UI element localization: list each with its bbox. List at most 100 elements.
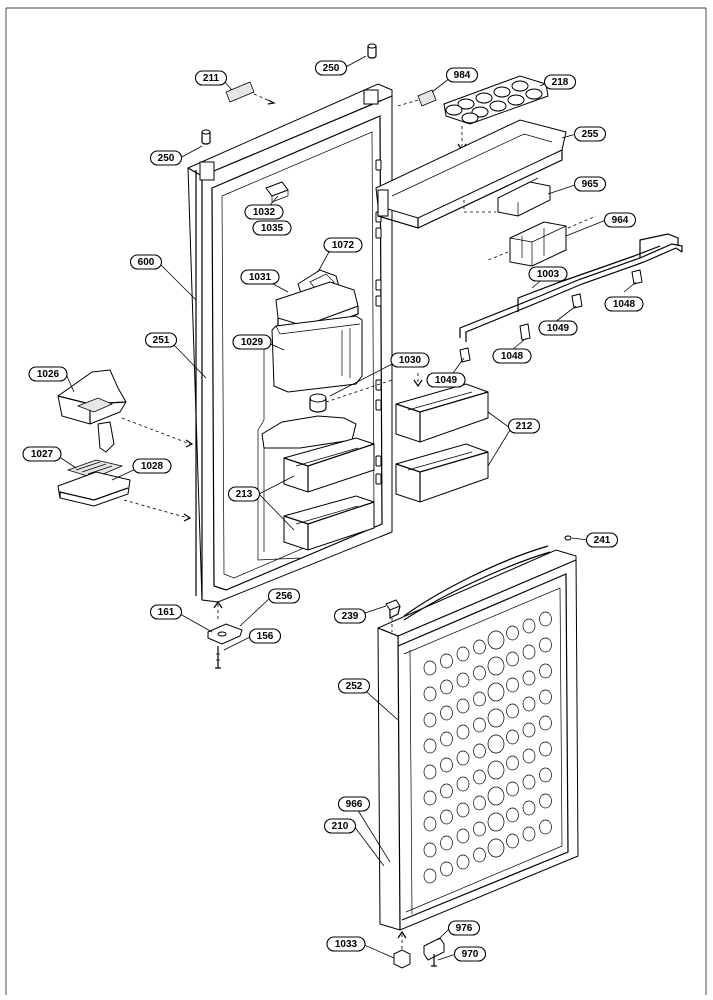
- callout-256: 256: [267, 588, 301, 604]
- callout-218: 218: [543, 74, 577, 90]
- callout-label: 210: [332, 821, 349, 832]
- dimple: [456, 698, 470, 714]
- dimple: [506, 625, 519, 641]
- dimple: [456, 854, 470, 870]
- callout-212: 212: [507, 418, 541, 434]
- callout-label: 1072: [332, 240, 355, 251]
- dimple: [487, 760, 505, 780]
- dimple: [473, 769, 486, 785]
- callout-label: 600: [138, 257, 155, 268]
- callout-600: 600: [129, 254, 163, 270]
- callout-964: 964: [603, 212, 637, 228]
- egg-cups: [445, 80, 543, 124]
- callout-label: 1032: [253, 207, 276, 218]
- callout-label: 213: [236, 489, 253, 500]
- dimple: [456, 750, 470, 766]
- callout-1030: 1030: [390, 352, 430, 368]
- dimple: [456, 724, 470, 740]
- callout-976: 976: [447, 920, 481, 936]
- dimple: [423, 738, 437, 754]
- valve-1030: [309, 379, 393, 413]
- dimple: [473, 795, 486, 811]
- dimple: [473, 665, 486, 681]
- door-bin-213-upper: [283, 437, 375, 493]
- dimple: [440, 835, 453, 851]
- callout-211: 211: [194, 70, 228, 86]
- dimple: [456, 776, 470, 792]
- dimple: [473, 691, 486, 707]
- rack-clips: [459, 269, 643, 363]
- callout-label: 984: [454, 70, 471, 81]
- drip-tray-base-1028: [57, 471, 192, 522]
- dimple: [522, 644, 536, 660]
- dimple: [423, 660, 437, 676]
- freezer-door-panel: [377, 545, 579, 931]
- dimple: [539, 767, 552, 783]
- lower-hinge-assembly: [207, 600, 243, 669]
- small-bin-965: [463, 177, 551, 217]
- dimple: [539, 637, 552, 653]
- dimple: [522, 670, 536, 686]
- callout-239: 239: [333, 608, 367, 624]
- dimple: [423, 764, 437, 780]
- callout-250a: 250: [314, 60, 348, 76]
- callout-966: 966: [337, 796, 371, 812]
- dimple: [539, 715, 552, 731]
- dimple: [487, 656, 505, 676]
- callout-label: 241: [594, 535, 611, 546]
- callout-label: 250: [323, 63, 340, 74]
- dimple: [456, 828, 470, 844]
- dimple: [487, 708, 505, 728]
- dimple: [473, 717, 486, 733]
- dimple: [440, 679, 453, 695]
- shelf-guide-arrow: [413, 370, 423, 388]
- callout-1031: 1031: [240, 269, 280, 285]
- callout-label: 1035: [261, 223, 284, 234]
- callout-label: 255: [582, 129, 599, 140]
- callout-255: 255: [573, 126, 607, 142]
- dimple: [440, 705, 453, 721]
- dimple: [539, 611, 552, 627]
- callout-label: 1033: [335, 939, 358, 950]
- callout-label: 251: [153, 335, 170, 346]
- callout-label: 1031: [249, 272, 272, 283]
- callout-label: 256: [276, 591, 293, 602]
- dimple: [473, 847, 486, 863]
- callout-1003: 1003: [528, 266, 568, 282]
- dimple: [423, 790, 437, 806]
- liner-shelf-slots: [375, 159, 382, 485]
- dimple: [473, 821, 486, 837]
- dimple: [473, 743, 486, 759]
- callout-1048b: 1048: [492, 348, 532, 364]
- hinge-pin-top: [367, 43, 377, 59]
- dimple: [506, 781, 519, 797]
- dimple: [487, 630, 505, 650]
- dimple: [423, 712, 437, 728]
- part-callouts: 2112502509842182559659641032103510726001…: [22, 60, 644, 962]
- callout-label: 1049: [547, 323, 570, 334]
- callout-label: 156: [257, 631, 274, 642]
- dimple: [440, 783, 453, 799]
- dimple: [473, 639, 486, 655]
- callout-label: 1048: [501, 351, 524, 362]
- callout-156: 156: [248, 628, 282, 644]
- door-bin-213-lower: [283, 495, 375, 551]
- label-plate-211: [225, 81, 276, 105]
- dimple: [487, 812, 505, 832]
- dimple: [506, 755, 519, 771]
- page-frame: [5, 7, 707, 995]
- dimple: [487, 786, 505, 806]
- callout-label: 1026: [37, 369, 60, 380]
- dimple: [522, 722, 536, 738]
- plug-239: [385, 599, 401, 632]
- dimple: [440, 653, 453, 669]
- callout-241: 241: [585, 532, 619, 548]
- callout-1029: 1029: [232, 334, 272, 350]
- tank-housing: [261, 415, 357, 552]
- drip-tray-1027: [66, 459, 124, 479]
- callout-label: 1049: [435, 375, 458, 386]
- wire-rack-1003: [459, 233, 683, 342]
- dimple: [456, 802, 470, 818]
- dimple: [539, 741, 552, 757]
- callout-label: 970: [462, 949, 479, 960]
